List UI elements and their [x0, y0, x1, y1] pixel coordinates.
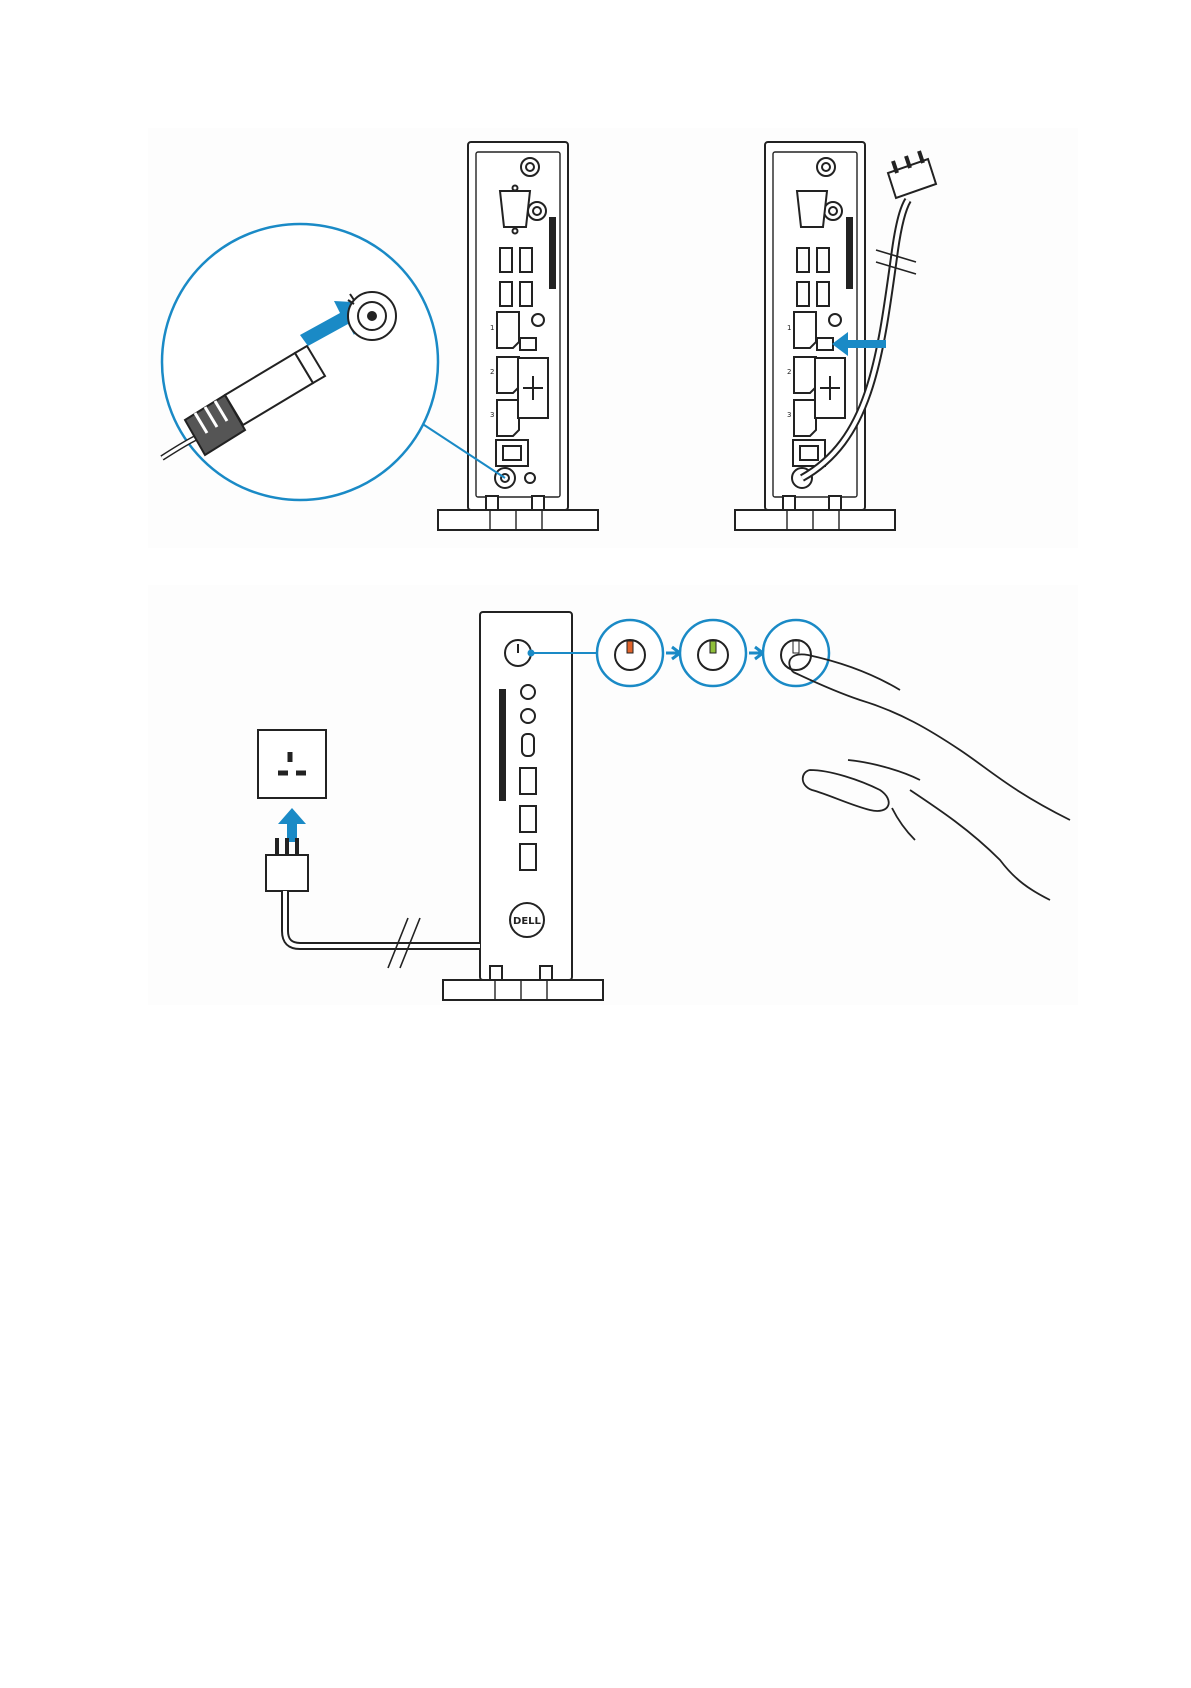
displayport-icon	[497, 312, 519, 348]
audio-jack-icon	[521, 709, 535, 723]
displayport-icon	[497, 357, 519, 393]
screw-icon	[829, 314, 841, 326]
wall-outlet-icon	[258, 730, 326, 798]
screw-icon	[532, 314, 544, 326]
port-label: 3	[787, 411, 791, 419]
figure-power-cable-insert: 1 2 3	[148, 128, 1078, 548]
led-icon	[525, 473, 535, 483]
displayport-icon	[497, 400, 519, 436]
led-state-green	[680, 620, 746, 686]
serial-port-icon	[797, 191, 827, 227]
cable-clip-slot	[817, 338, 833, 350]
usb-port-icon	[520, 806, 536, 832]
displayport-icon	[794, 357, 816, 393]
port-label: 1	[787, 324, 791, 332]
usb-port-icon	[797, 248, 809, 272]
port-label: 1	[490, 324, 494, 332]
audio-jack-icon	[521, 685, 535, 699]
usb-port-icon	[500, 282, 512, 306]
usb-port-icon	[797, 282, 809, 306]
port-label: 2	[490, 368, 494, 376]
usb-port-icon	[520, 282, 532, 306]
device-stand	[443, 980, 603, 1000]
green-led-icon	[710, 641, 716, 653]
port-label: 2	[787, 368, 791, 376]
led-off-icon	[793, 641, 799, 653]
usb-port-icon	[520, 248, 532, 272]
brand-logo-text: DELL	[513, 916, 542, 927]
usb-port-icon	[520, 768, 536, 794]
usb-port-icon	[520, 844, 536, 870]
vent-slot	[550, 218, 555, 288]
usb-port-icon	[817, 282, 829, 306]
cable-clip-slot	[520, 338, 536, 350]
displayport-icon	[794, 400, 816, 436]
figure-power-on: DELL	[148, 585, 1078, 1005]
amber-led-icon	[627, 641, 633, 653]
serial-port-icon	[500, 191, 530, 227]
led-state-press	[763, 620, 829, 686]
usb-port-icon	[817, 248, 829, 272]
port-label: 3	[490, 411, 494, 419]
device-stand	[735, 510, 895, 530]
usb-port-icon	[500, 248, 512, 272]
device-stand	[438, 510, 598, 530]
card-slot	[500, 690, 505, 800]
usb-c-port-icon	[522, 734, 534, 756]
dc-jack-large-icon	[348, 292, 396, 340]
displayport-icon	[794, 312, 816, 348]
led-state-amber	[597, 620, 663, 686]
